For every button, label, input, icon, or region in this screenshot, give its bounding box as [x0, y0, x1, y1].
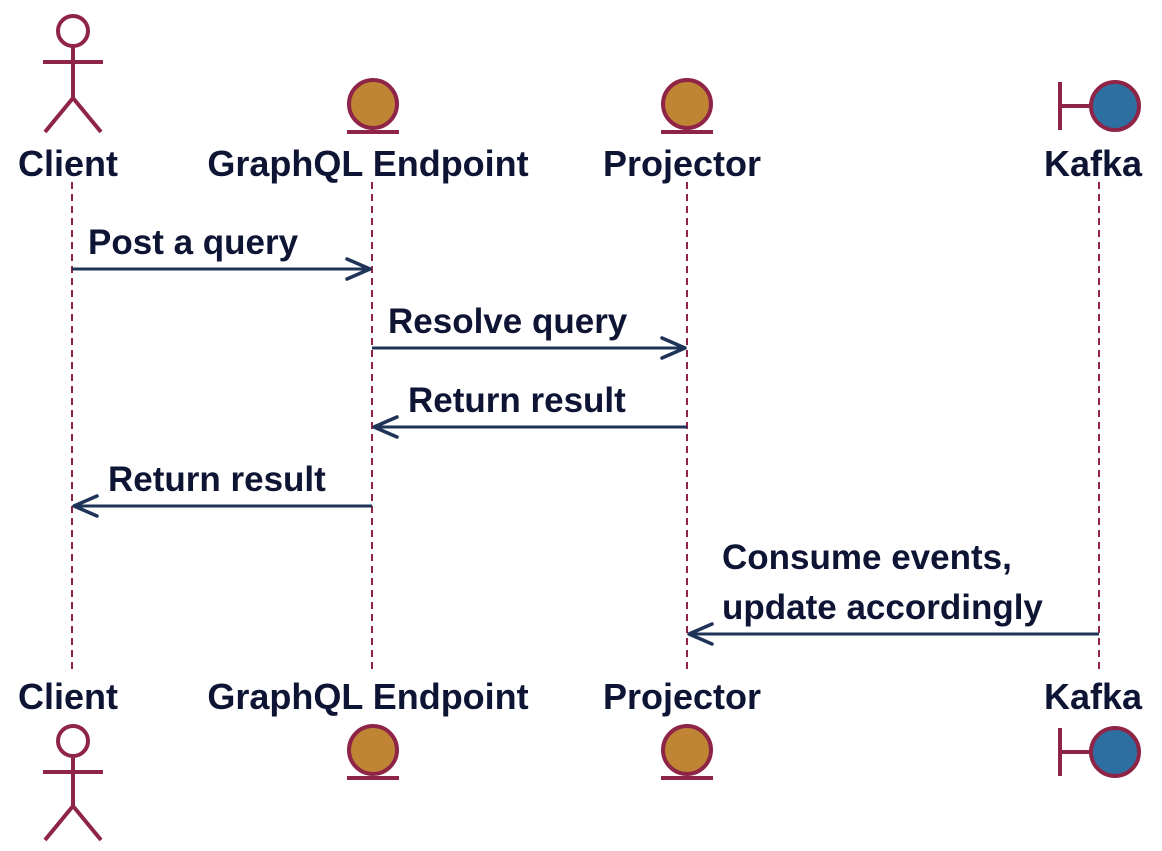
graphql-endpoint-entity-icon [347, 78, 399, 134]
message-label: Return result [108, 460, 326, 499]
participant-label-projector-top: Projector [603, 143, 761, 184]
participant-label-graphql-endpoint-bottom: GraphQL Endpoint [207, 676, 528, 717]
message-post-a-query: Post a query [72, 223, 372, 281]
message-label: Post a query [88, 223, 299, 262]
message-label: Return result [408, 381, 626, 420]
participant-label-kafka-top: Kafka [1044, 143, 1143, 184]
message-consume-events: Consume events, update accordingly [687, 538, 1099, 646]
graphql-endpoint-entity-icon [347, 724, 399, 780]
client-actor-icon [43, 14, 103, 134]
message-resolve-query: Resolve query [372, 302, 687, 360]
message-return-result-to-client: Return result [72, 460, 372, 518]
kafka-boundary-icon [1058, 80, 1141, 132]
projector-entity-icon [661, 78, 713, 134]
participant-label-client-top: Client [18, 143, 118, 184]
participant-label-kafka-bottom: Kafka [1044, 676, 1143, 717]
message-label: Resolve query [388, 302, 628, 341]
message-label-line-1: Consume events, [722, 538, 1012, 577]
projector-entity-icon [661, 724, 713, 780]
participant-label-graphql-endpoint-top: GraphQL Endpoint [207, 143, 528, 184]
participant-label-client-bottom: Client [18, 676, 118, 717]
participant-label-projector-bottom: Projector [603, 676, 761, 717]
message-label-line-2: update accordingly [722, 588, 1043, 627]
message-return-result-to-endpoint: Return result [372, 381, 687, 439]
kafka-boundary-icon [1058, 726, 1141, 778]
client-actor-icon [43, 724, 103, 842]
